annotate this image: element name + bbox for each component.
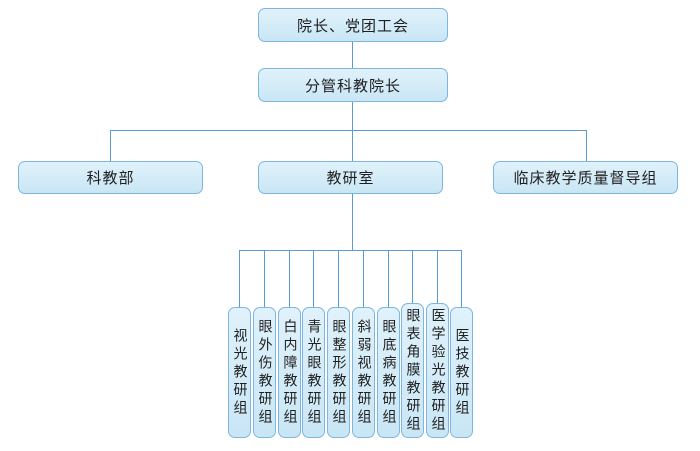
node-label: 视光教研组 xyxy=(231,327,248,418)
org-node-teaching-research-office: 教研室 xyxy=(258,161,443,194)
connector-drop-group-10 xyxy=(461,250,462,307)
connector-drop-group-4 xyxy=(313,250,314,307)
node-label: 医技教研组 xyxy=(453,327,470,418)
org-node-group-oculoplastics: 眼整形教研组 xyxy=(327,307,350,438)
org-node-group-glaucoma: 青光眼教研组 xyxy=(302,307,325,438)
connector-drop-group-7 xyxy=(388,250,389,307)
node-label: 眼整形教研组 xyxy=(330,318,347,427)
org-node-group-ocular-surface-cornea: 眼表角膜教研组 xyxy=(401,303,424,438)
org-node-group-strabismus-amblyopia: 斜弱视教研组 xyxy=(352,307,375,438)
node-label: 眼底病教研组 xyxy=(380,318,397,427)
org-node-group-medical-technology: 医技教研组 xyxy=(450,307,473,438)
org-node-dean-party-union: 院长、党团工会 xyxy=(258,8,448,42)
node-label: 斜弱视教研组 xyxy=(355,318,372,427)
node-label: 白内障教研组 xyxy=(281,318,298,427)
connector-drop-group-8 xyxy=(412,250,413,303)
org-node-group-eye-trauma: 眼外伤教研组 xyxy=(253,307,276,438)
connector-root-to-vice xyxy=(352,42,353,68)
connector-drop-group-9 xyxy=(437,250,438,303)
org-node-group-medical-optometry: 医学验光教研组 xyxy=(426,303,449,438)
connector-drop-group-6 xyxy=(363,250,364,307)
connector-level4-bus xyxy=(239,250,462,251)
connector-drop-teaching-office xyxy=(352,130,353,161)
connector-drop-group-5 xyxy=(338,250,339,307)
node-label: 科教部 xyxy=(86,169,135,187)
connector-vice-to-bus xyxy=(352,102,353,130)
org-node-science-education-dept: 科教部 xyxy=(18,161,203,194)
node-label: 青光眼教研组 xyxy=(305,318,322,427)
node-label: 院长、党团工会 xyxy=(296,16,409,35)
org-node-clinical-teaching-quality-group: 临床教学质量督导组 xyxy=(493,161,678,194)
connector-drop-group-1 xyxy=(239,250,240,307)
node-label: 眼外伤教研组 xyxy=(256,318,273,427)
node-label: 临床教学质量督导组 xyxy=(513,169,658,187)
org-node-group-cataract: 白内障教研组 xyxy=(278,307,301,438)
connector-drop-group-3 xyxy=(289,250,290,307)
node-label: 医学验光教研组 xyxy=(429,307,446,434)
connector-office-to-bus xyxy=(352,193,353,250)
node-label: 教研室 xyxy=(326,169,375,187)
node-label: 眼表角膜教研组 xyxy=(404,307,421,434)
connector-drop-clinical-group xyxy=(586,130,587,161)
connector-level3-bus xyxy=(110,130,587,131)
org-node-vice-dean-science-education: 分管科教院长 xyxy=(258,68,448,102)
node-label: 分管科教院长 xyxy=(304,76,401,95)
org-node-group-fundus-disease: 眼底病教研组 xyxy=(377,307,400,438)
connector-drop-group-2 xyxy=(264,250,265,307)
connector-drop-science-dept xyxy=(110,130,111,161)
org-node-group-optometry: 视光教研组 xyxy=(228,307,251,438)
